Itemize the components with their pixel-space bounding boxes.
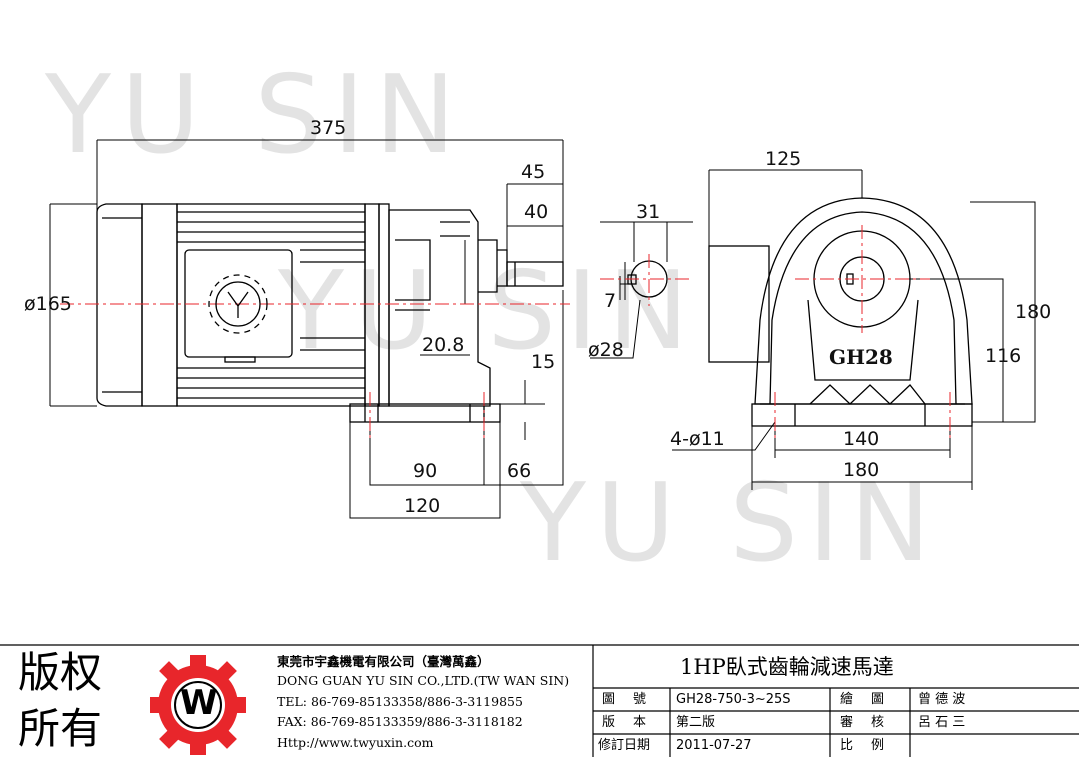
dim-7: 7 [604, 290, 617, 312]
dim-66: 66 [507, 460, 532, 482]
company-gear-logo-icon [150, 655, 246, 755]
watermark-text: YU SIN [520, 461, 941, 586]
dim-180-width: 180 [843, 459, 880, 481]
company-name-en: DONG GUAN YU SIN CO.,LTD.(TW WAN SIN) [277, 673, 570, 688]
dim-ø28: ø28 [588, 339, 624, 361]
copyright-line-2: 所有 [18, 704, 103, 753]
dim-45: 45 [521, 161, 546, 183]
drawing-no-value: GH28-750-3~25S [676, 692, 791, 707]
dim-ø165: ø165 [24, 293, 72, 315]
drawn-by-value: 曾 德 波 [918, 692, 966, 707]
company-website[interactable]: Http://www.twyuxin.com [277, 735, 434, 750]
dim-116: 116 [985, 345, 1022, 367]
side-view-dimensions [49, 139, 564, 519]
watermark-text: YU SIN [278, 249, 699, 374]
drawing-no-label: 圖號 [602, 692, 665, 707]
dim-180-height: 180 [1015, 301, 1052, 323]
logo-letter: W [180, 683, 218, 723]
centerlines [60, 225, 951, 440]
drawing-title: 1HP臥式齒輪減速馬達 [680, 655, 894, 679]
drawn-label: 繪圖 [840, 692, 903, 707]
dim-140: 140 [843, 428, 880, 450]
company-name-cn: 東莞市宇鑫機電有限公司（臺灣萬鑫） [277, 654, 490, 669]
dim-31: 31 [636, 201, 661, 223]
dim-375: 375 [310, 117, 347, 139]
review-label: 審核 [840, 715, 903, 730]
company-tel: TEL: 86-769-85133358/886-3-3119855 [277, 694, 523, 709]
watermark-text: YU SIN [45, 53, 466, 178]
version-label: 版本 [602, 715, 665, 730]
revision-date-label: 修訂日期 [598, 738, 651, 753]
company-fax: FAX: 86-769-85133359/886-3-3118182 [277, 714, 523, 729]
dim-15: 15 [531, 351, 556, 373]
revision-date-value: 2011-07-27 [676, 738, 752, 753]
reviewer-value: 呂 石 三 [918, 715, 966, 730]
dim-120: 120 [404, 495, 441, 517]
dim-20-8: 20.8 [422, 334, 465, 356]
motor-side-view [96, 203, 564, 423]
version-value: 第二版 [676, 715, 716, 730]
front-view-dimensions [672, 169, 1036, 490]
title-block-grid [0, 644, 1079, 757]
terminal-gear-logo-icon [208, 274, 268, 334]
scale-label: 比例 [840, 738, 903, 753]
dim-125: 125 [765, 148, 802, 170]
dim-40: 40 [524, 201, 549, 223]
gearbox-front-view [708, 197, 973, 427]
dim-90: 90 [413, 460, 438, 482]
copyright-line-1: 版权 [18, 648, 103, 697]
dim-4-ø11: 4-ø11 [670, 428, 725, 450]
gearbox-model-label: GH28 [829, 345, 893, 369]
